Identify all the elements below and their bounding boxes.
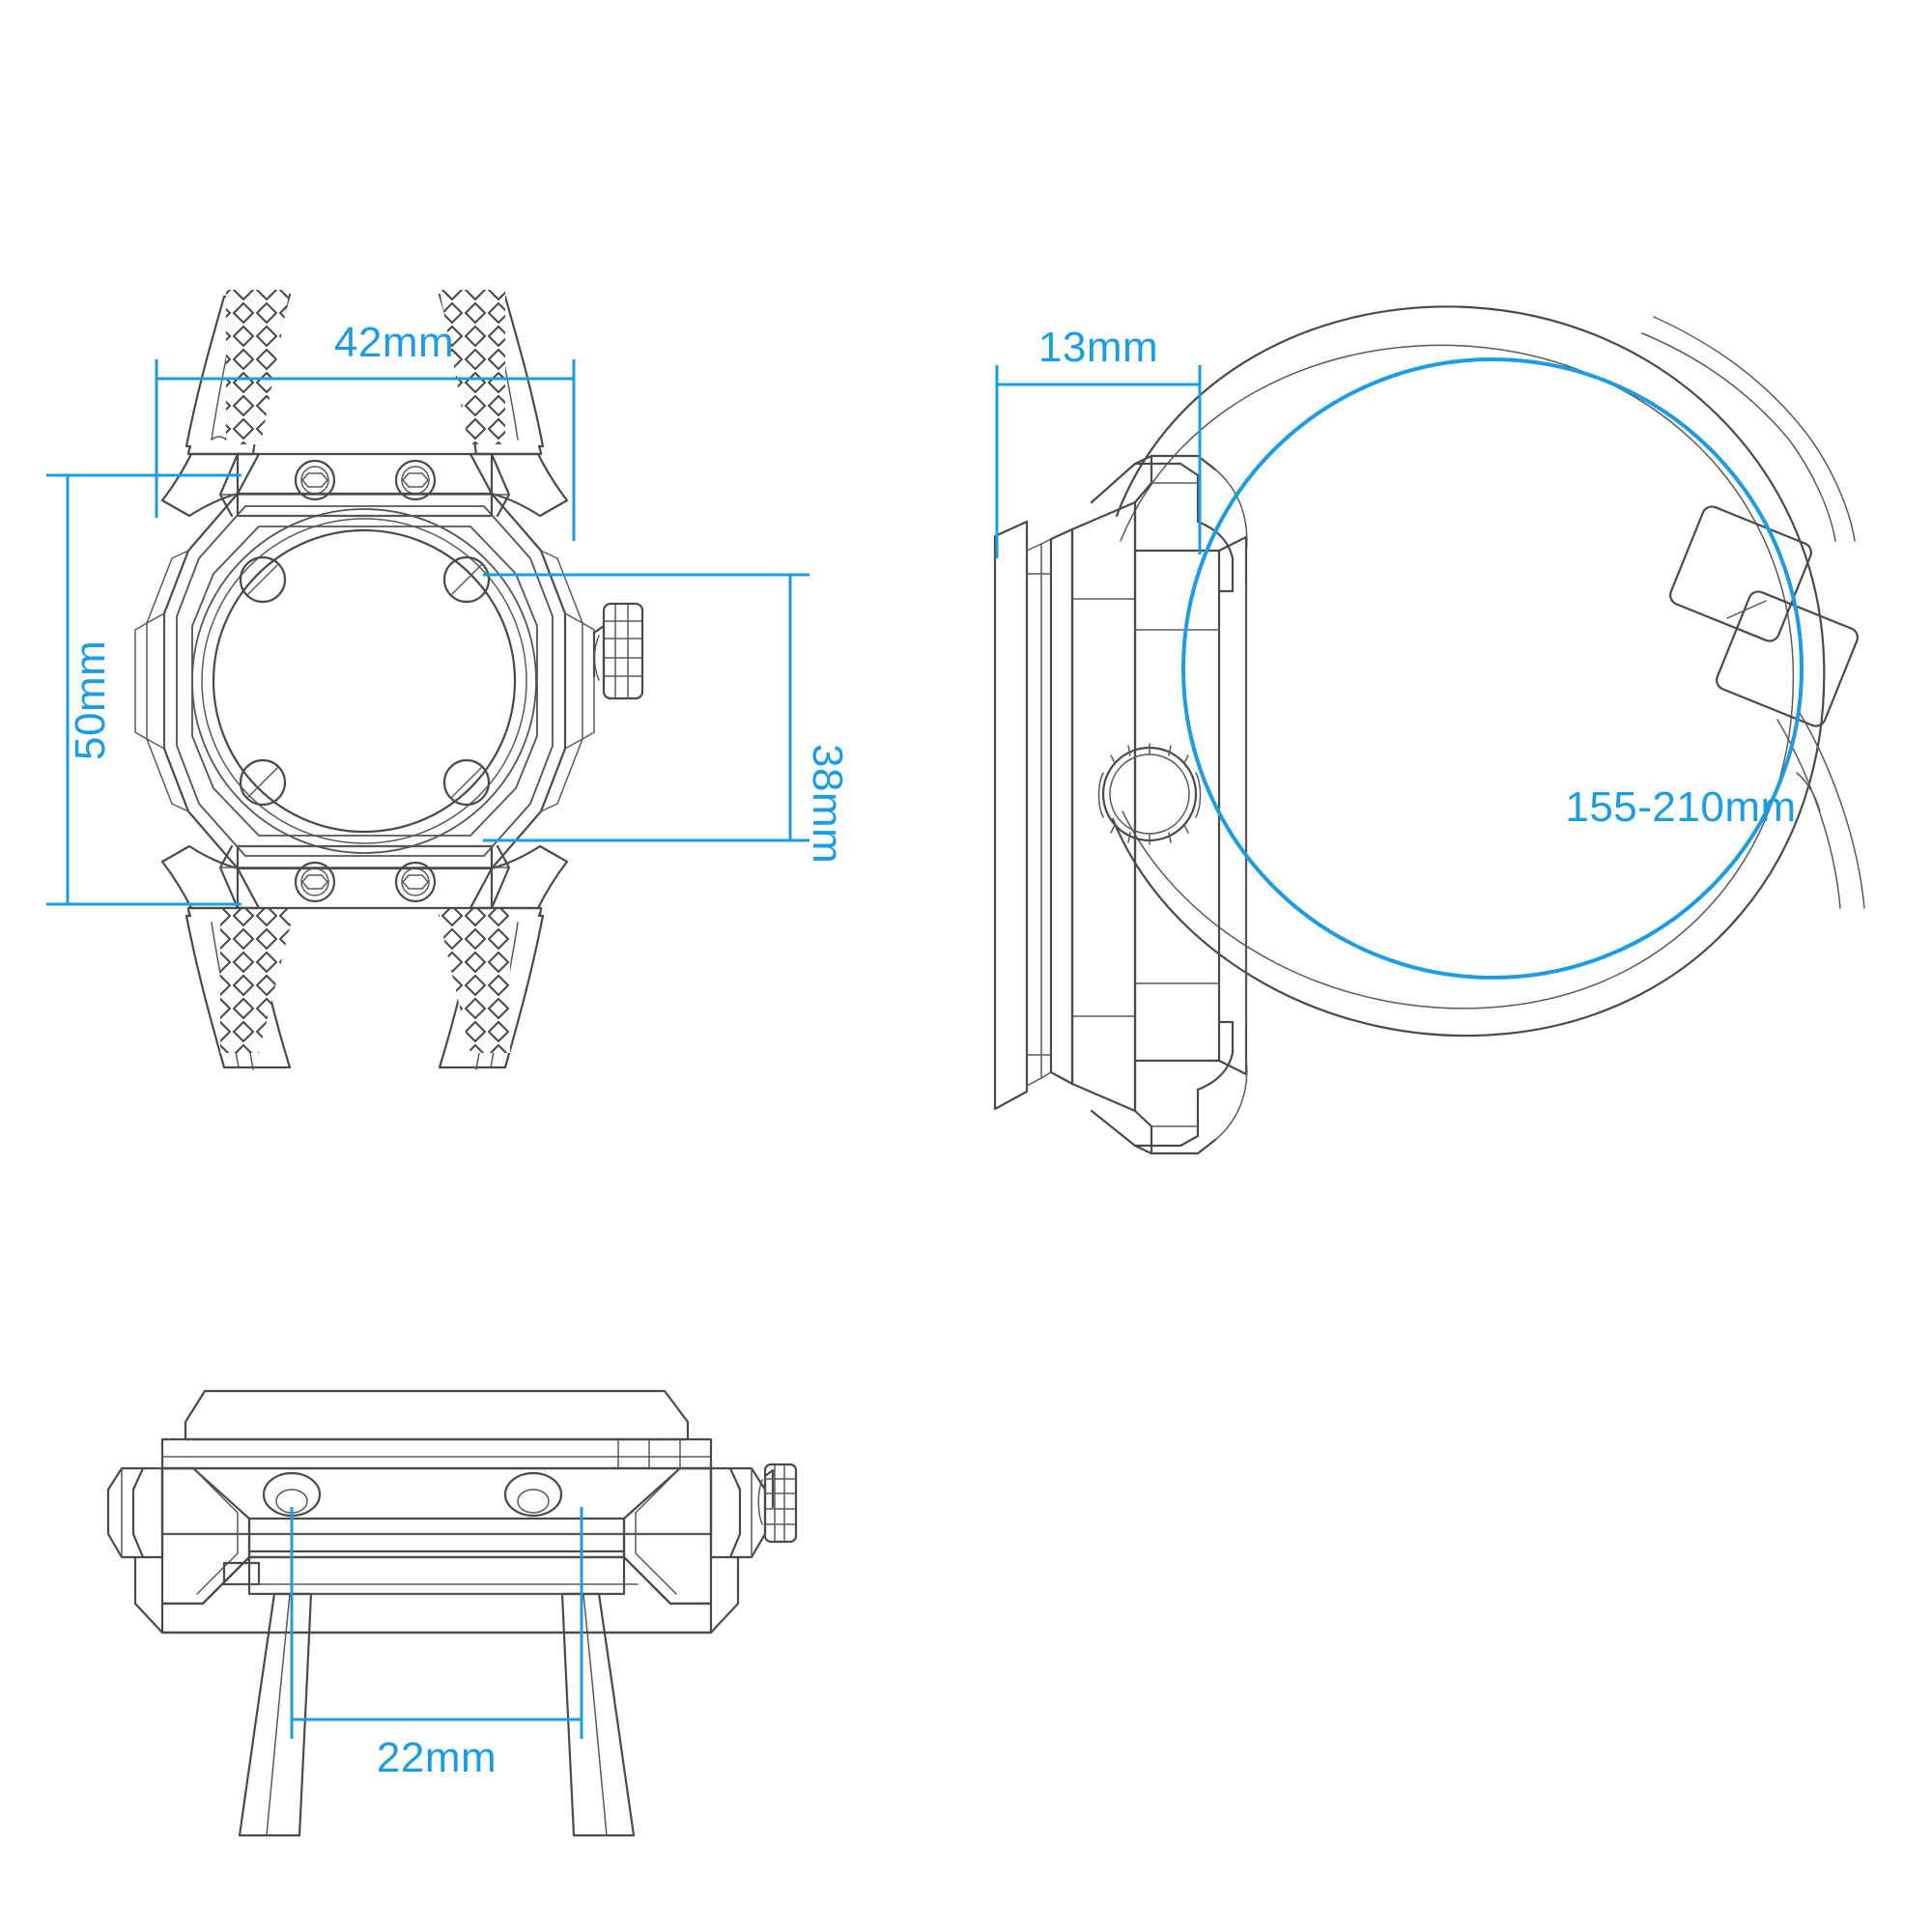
dimension-50mm <box>46 473 242 906</box>
bottom-strap-left <box>238 1592 313 1837</box>
dimension-38mm <box>483 573 810 842</box>
front-view-group <box>46 290 810 1070</box>
front-strap-top <box>185 290 545 456</box>
front-crown <box>592 602 644 700</box>
bottom-view-group <box>106 1389 798 1837</box>
dimension-label-22mm: 22mm <box>376 1734 497 1781</box>
side-case-profile <box>993 454 1248 1155</box>
side-strap-loop <box>1111 305 1826 1037</box>
dimension-wrist-circle <box>1181 357 1804 980</box>
bottom-strap-right <box>560 1592 636 1837</box>
bottom-crown <box>757 1463 798 1544</box>
dimension-42mm <box>155 359 576 541</box>
side-crown <box>1097 743 1202 845</box>
bezel-screws <box>239 555 491 807</box>
dimension-label-42mm: 42mm <box>333 319 455 366</box>
front-strap-bottom <box>185 906 545 1070</box>
dimension-label-wrist-range: 155-210mm <box>1565 783 1797 831</box>
side-view-group <box>993 305 1865 1155</box>
dimension-13mm <box>995 365 1202 558</box>
front-case-body <box>134 492 595 870</box>
dimension-label-38mm: 38mm <box>804 744 851 865</box>
dimension-label-50mm: 50mm <box>67 639 114 760</box>
bottom-bolts <box>262 1471 563 1518</box>
dimension-22mm <box>290 1507 583 1739</box>
dimension-label-13mm: 13mm <box>1037 324 1159 371</box>
